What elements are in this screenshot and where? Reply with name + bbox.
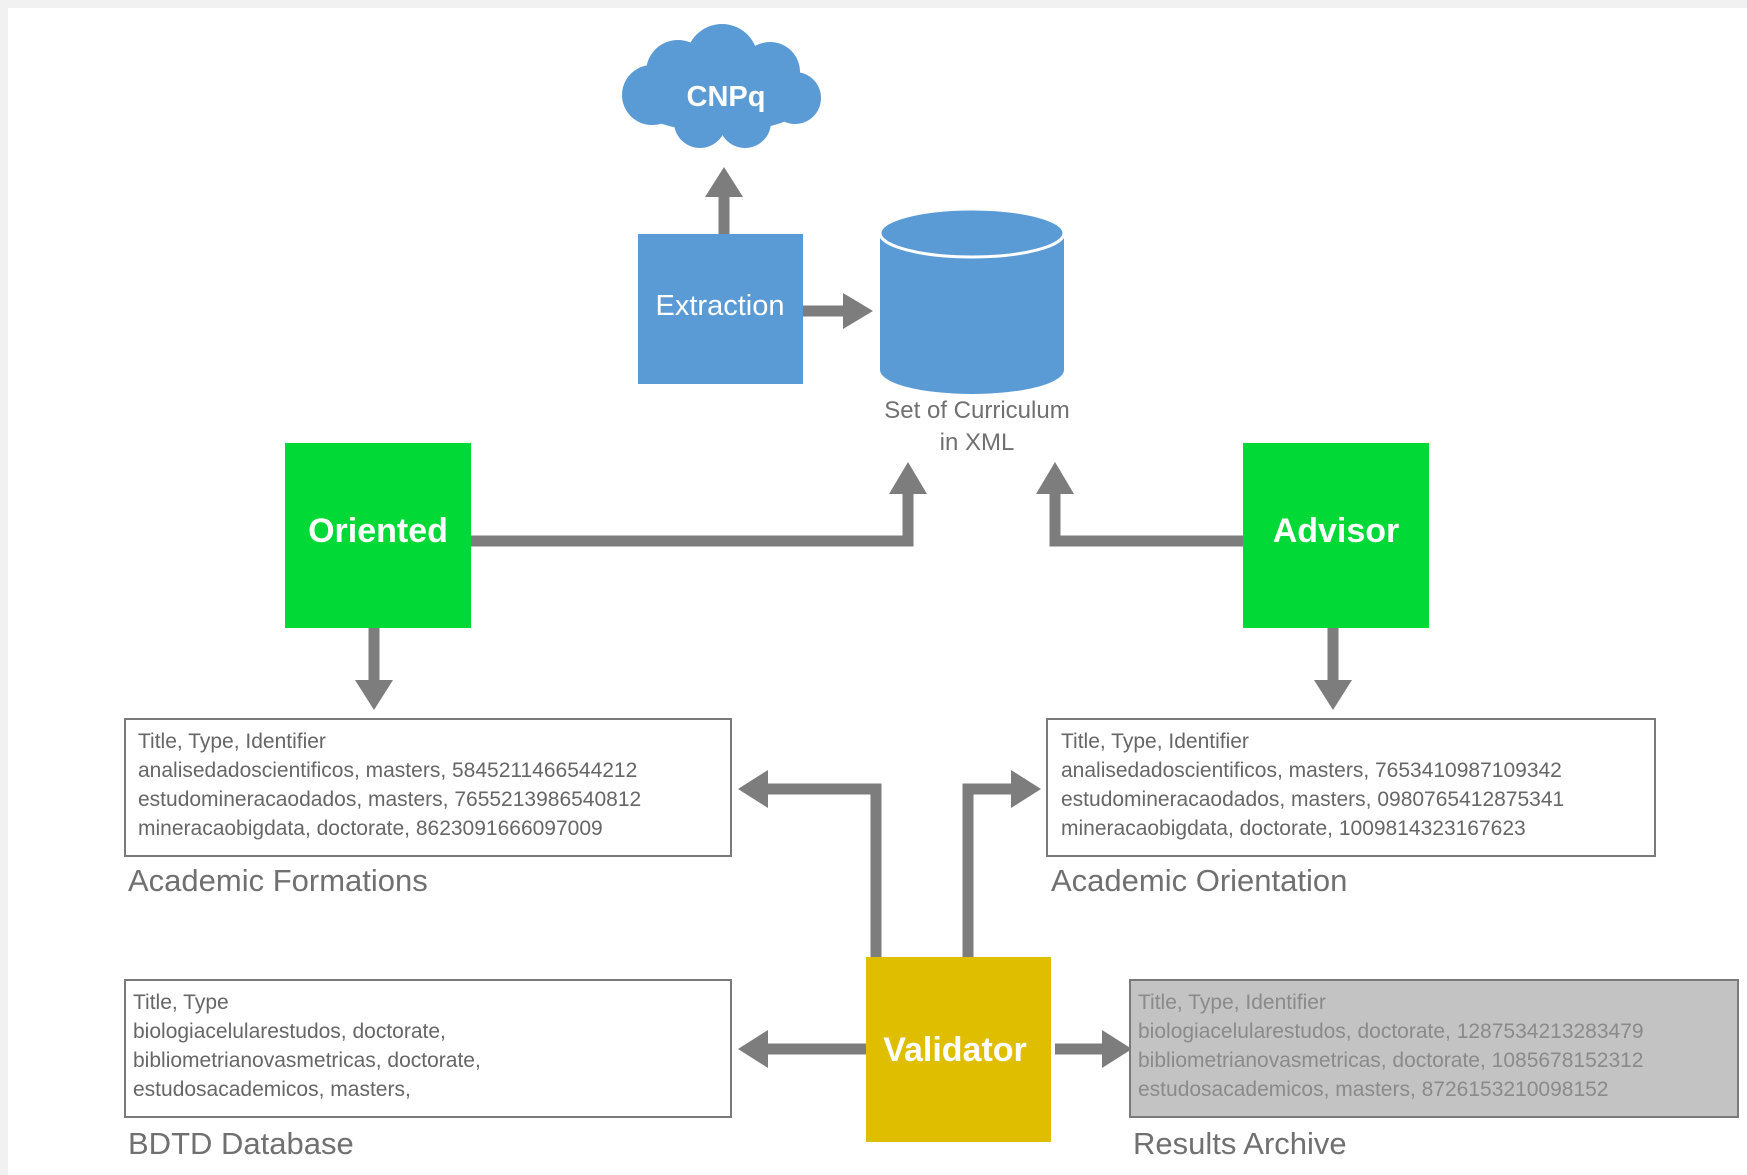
table-line: estudomineracaodados, masters, 098076541… [1061,788,1564,811]
bdtd-database-caption: BDTD Database [128,1126,354,1161]
table-line: estudosacademicos, masters, [133,1078,411,1101]
arrow-validator-to-orientation [962,770,1041,957]
arrow-oriented-to-formations [355,628,393,710]
database-caption-line1: Set of Curriculum [884,397,1069,424]
arrow-extraction-to-database [803,293,873,329]
extraction-label: Extraction [656,290,785,322]
table-line: bibliometrianovasmetricas, doctorate, 10… [1138,1049,1644,1072]
oriented-box: Oriented [285,443,471,628]
arrow-extraction-to-cnpq [705,167,743,235]
extraction-box: Extraction [638,234,803,384]
table-line: Title, Type, Identifier [1138,991,1326,1014]
table-line: biologiacelularestudos, doctorate, [133,1020,446,1043]
arrow-advisor-to-orientation [1314,628,1352,710]
table-line: mineracaobigdata, doctorate, 86230916660… [138,817,603,840]
cnpq-label: CNPq [687,81,766,113]
table-line: mineracaobigdata, doctorate, 10098143231… [1061,817,1526,840]
academic-orientation-table: Title, Type, Identifier analisedadoscien… [1046,718,1656,898]
arrow-validator-to-formations [738,770,882,957]
database-caption-line2: in XML [940,429,1015,456]
cloud-icon [622,24,821,148]
validator-label: Validator [883,1031,1027,1069]
bdtd-database-table: Title, Type biologiacelularestudos, doct… [124,979,732,1161]
table-line: biologiacelularestudos, doctorate, 12875… [1138,1020,1644,1043]
table-line: analisedadoscientificos, masters, 584521… [138,759,637,782]
arrow-validator-to-bdtd [738,1030,866,1068]
advisor-box: Advisor [1243,443,1429,628]
arrow-oriented-to-database [471,462,927,547]
arrow-validator-to-results [1055,1030,1132,1068]
arrow-advisor-to-database [1036,462,1243,547]
table-line: Title, Type, Identifier [1061,730,1249,753]
database-cylinder: Set of Curriculum in XML [878,207,1070,456]
results-archive-caption: Results Archive [1133,1126,1347,1161]
table-line: analisedadoscientificos, masters, 765341… [1061,759,1562,782]
results-archive-table: Title, Type, Identifier biologiacelulare… [1129,979,1739,1161]
table-line: Title, Type, Identifier [138,730,326,753]
validator-box: Validator [866,957,1051,1142]
academic-formations-table: Title, Type, Identifier analisedadoscien… [124,718,732,898]
table-line: estudomineracaodados, masters, 765521398… [138,788,641,811]
table-line: bibliometrianovasmetricas, doctorate, [133,1049,481,1072]
oriented-label: Oriented [308,512,448,550]
table-line: estudosacademicos, masters, 872615321009… [1138,1078,1609,1101]
table-line: Title, Type [133,991,229,1014]
database-icon [878,207,1066,394]
academic-orientation-caption: Academic Orientation [1051,863,1347,898]
cnpq-cloud: CNPq [622,24,821,148]
academic-formations-caption: Academic Formations [128,863,428,898]
advisor-label: Advisor [1273,512,1400,550]
